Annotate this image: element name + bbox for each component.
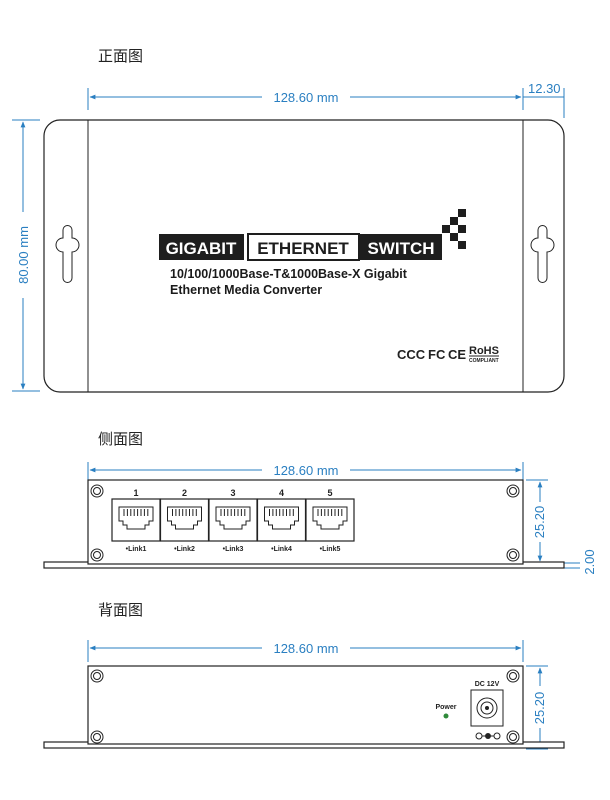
flange-label: 2.00 xyxy=(582,549,597,574)
logo-gigabit: GIGABIT xyxy=(166,239,237,258)
front-height-dimension: 80.00 mm xyxy=(12,119,40,392)
port-number: 1 xyxy=(133,488,138,498)
rohs-compliant-text: COMPLIANT xyxy=(469,358,499,364)
front-width-label: 128.60 mm xyxy=(273,90,338,105)
side-view-title: 侧面图 xyxy=(98,430,143,448)
flange-dimension: 2.00 xyxy=(564,549,597,575)
left-mounting-slot xyxy=(55,225,80,283)
port-link-label: •Link4 xyxy=(271,546,292,553)
side-width-label: 128.60 mm xyxy=(273,463,338,478)
ccc-mark: CCC xyxy=(397,347,426,362)
rj45-port-5: 5 •Link5 xyxy=(305,488,355,553)
certification-marks: CCC FC CE RoHS COMPLIANT xyxy=(397,345,499,364)
product-logo: GIGABIT ETHERNET SWITCH xyxy=(159,209,466,261)
side-width-dimension: 128.60 mm xyxy=(87,462,524,482)
product-description-line1: 10/100/1000Base-T&1000Base-X Gigabit xyxy=(170,267,408,281)
side-depth-dimension: 25.20 xyxy=(526,479,548,564)
fc-mark: FC xyxy=(428,347,446,362)
dc-label: DC 12V xyxy=(475,681,500,688)
port-link-label: •Link1 xyxy=(126,546,147,553)
power-led xyxy=(443,713,449,719)
ce-mark: CE xyxy=(448,347,466,362)
port-number: 3 xyxy=(230,488,235,498)
back-view-title: 背面图 xyxy=(98,601,143,619)
right-mounting-slot xyxy=(530,225,555,283)
back-view-body xyxy=(43,665,565,749)
rj45-port-1: 1 •Link1 xyxy=(111,488,161,553)
rohs-mark: RoHS xyxy=(469,345,499,357)
front-height-label: 80.00 mm xyxy=(16,226,31,284)
port-link-label: •Link3 xyxy=(223,546,244,553)
rj45-port-4: 4 •Link4 xyxy=(256,488,307,553)
rj45-ports: 1 •Link1 2 •Link2 3 •Link3 4 •Link4 5 •Link5 xyxy=(111,488,355,553)
ear-width-label: 12.30 xyxy=(528,81,561,96)
back-depth-label: 25.20 xyxy=(532,692,547,725)
back-width-dimension: 128.60 mm xyxy=(87,640,524,662)
port-number: 5 xyxy=(327,488,332,498)
product-description-line2: Ethernet Media Converter xyxy=(170,283,322,297)
port-link-label: •Link2 xyxy=(174,546,195,553)
logo-switch: SWITCH xyxy=(367,239,434,258)
dc-power-jack: DC 12V xyxy=(470,681,504,740)
front-width-dimension: 128.60 mm xyxy=(87,88,524,110)
rj45-port-2: 2 •Link2 xyxy=(159,488,210,553)
front-view-title: 正面图 xyxy=(98,47,143,65)
port-number: 2 xyxy=(182,488,187,498)
logo-ethernet: ETHERNET xyxy=(257,239,349,258)
back-depth-dimension: 25.20 xyxy=(526,665,548,750)
back-width-label: 128.60 mm xyxy=(273,641,338,656)
port-number: 4 xyxy=(279,488,284,498)
side-depth-label: 25.20 xyxy=(532,506,547,539)
rj45-port-3: 3 •Link3 xyxy=(208,488,258,553)
ear-dimension: 12.30 xyxy=(523,81,565,118)
port-link-label: •Link5 xyxy=(320,546,341,553)
power-label: Power xyxy=(435,704,456,711)
